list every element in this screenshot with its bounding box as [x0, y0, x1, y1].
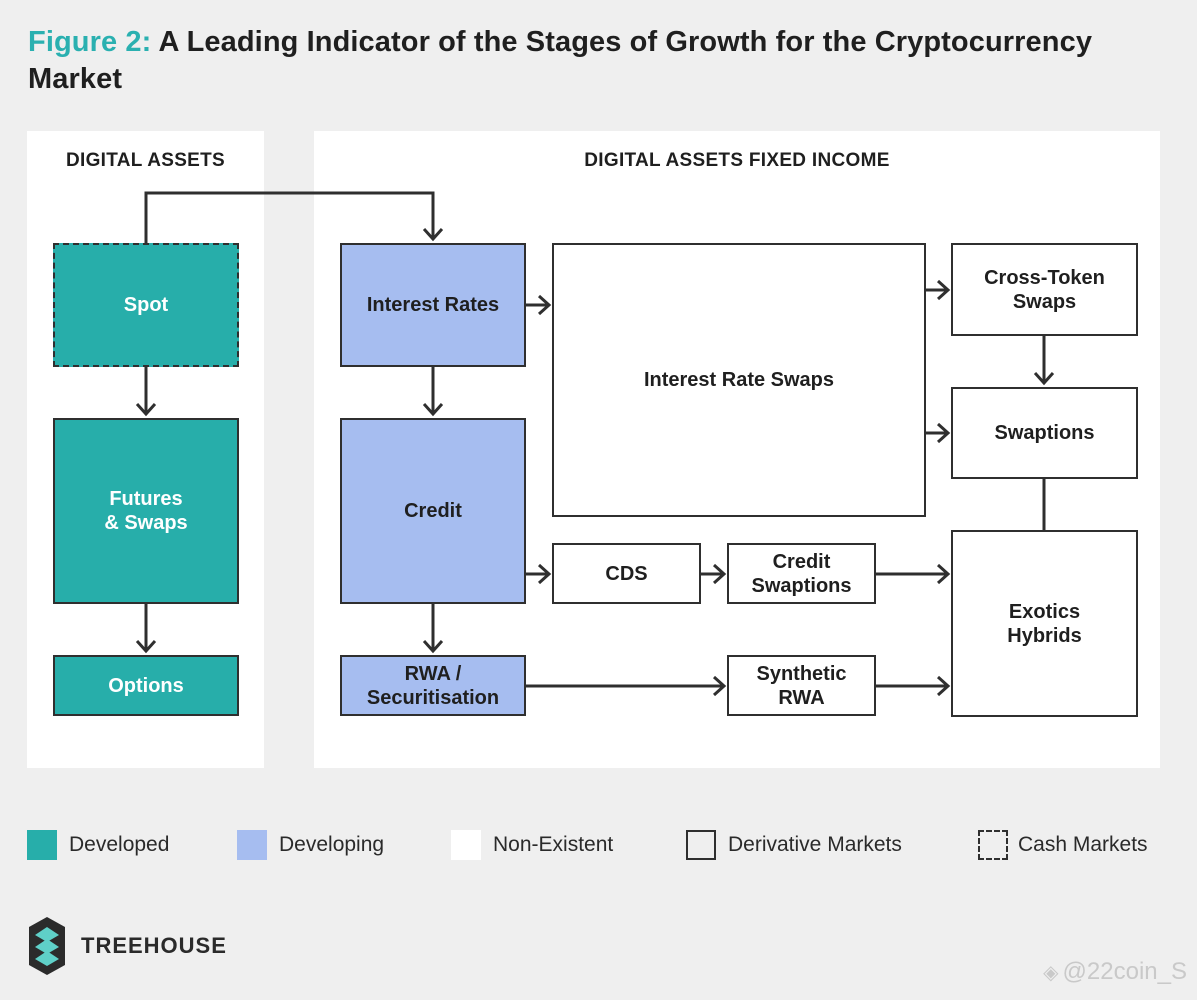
- node-interest-rates: Interest Rates: [340, 243, 526, 367]
- node-synthetic-rwa: Synthetic RWA: [727, 655, 876, 716]
- legend-label-cash-markets: Cash Markets: [1018, 833, 1148, 856]
- legend-swatch-developing: [237, 830, 267, 860]
- node-futures-swaps: Futures & Swaps: [53, 418, 239, 604]
- node-options: Options: [53, 655, 239, 716]
- legend-label-developing: Developing: [279, 833, 385, 856]
- node-credit: Credit: [340, 418, 526, 604]
- legend-label-developed: Developed: [69, 833, 170, 856]
- legend-swatch-developed: [27, 830, 57, 860]
- fixed-income-heading: DIGITAL ASSETS FIXED INCOME: [584, 150, 890, 171]
- watermark: ◈ @22coin_S: [1043, 958, 1187, 986]
- legend-derivative-markets: Derivative Markets: [686, 829, 902, 861]
- legend-developed: Developed: [27, 829, 169, 861]
- node-swaptions: Swaptions: [951, 387, 1138, 479]
- figure-title-text: A Leading Indicator of the Stages of Gro…: [28, 26, 1093, 95]
- node-cross-token-swaps: Cross-Token Swaps: [951, 243, 1138, 336]
- watermark-text: @22coin_S: [1062, 958, 1187, 985]
- watermark-diamond-icon: ◈: [1043, 961, 1059, 984]
- node-rwa-securitisation: RWA / Securitisation: [340, 655, 526, 716]
- treehouse-logo-icon: [29, 917, 65, 975]
- node-credit-swaptions: Credit Swaptions: [727, 543, 876, 604]
- legend-swatch-non-existent: [451, 830, 481, 860]
- node-exotics-hybrids: Exotics Hybrids: [951, 530, 1138, 717]
- figure-label: Figure 2:: [28, 26, 152, 58]
- treehouse-logo: TREEHOUSE: [27, 915, 227, 977]
- figure-title: Figure 2: A Leading Indicator of the Sta…: [28, 24, 1178, 98]
- legend-label-derivative-markets: Derivative Markets: [728, 833, 902, 856]
- legend-label-non-existent: Non-Existent: [493, 833, 614, 856]
- brand-name: TREEHOUSE: [81, 933, 227, 958]
- legend-cash-markets: Cash Markets: [978, 829, 1148, 861]
- legend-developing: Developing: [237, 829, 384, 861]
- legend-swatch-derivative: [686, 830, 716, 860]
- node-spot: Spot: [53, 243, 239, 367]
- node-cds: CDS: [552, 543, 701, 604]
- node-interest-rate-swaps: Interest Rate Swaps: [552, 243, 926, 517]
- legend-swatch-cash: [978, 830, 1008, 860]
- legend-non-existent: Non-Existent: [451, 829, 613, 861]
- digital-assets-heading: DIGITAL ASSETS: [65, 150, 226, 171]
